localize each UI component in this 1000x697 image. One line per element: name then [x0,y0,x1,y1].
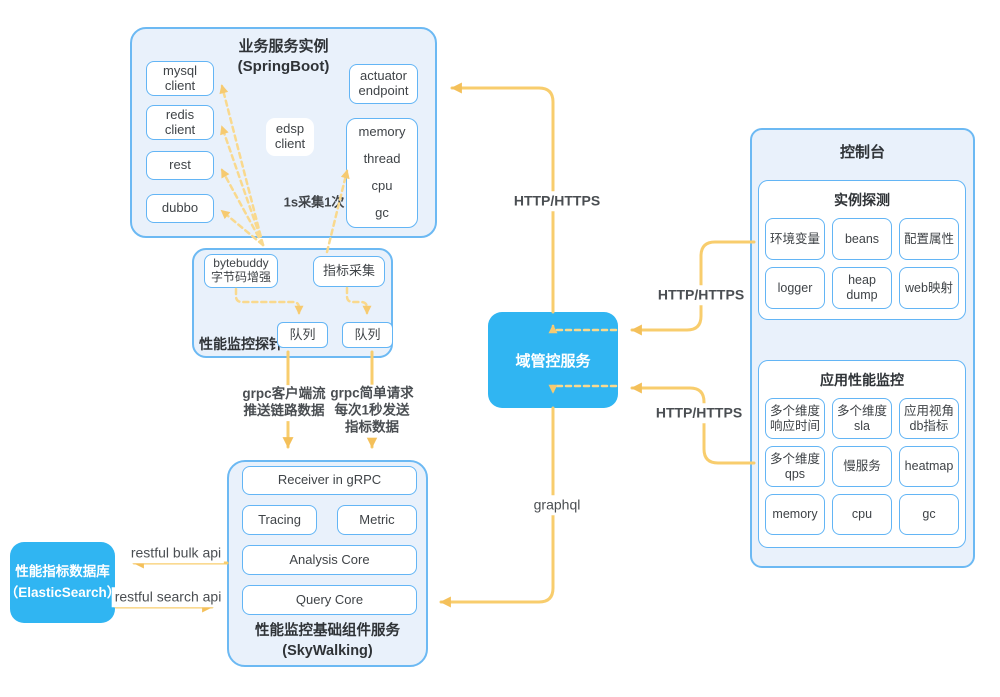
apm-panel: 应用性能监控 多个维度 响应时间 多个维度 sla 应用视角 db指标 多个维度… [758,360,966,548]
cell-gc: gc [899,494,959,535]
cell-logger: logger [765,267,825,309]
mysql-client-box: mysql client [146,61,214,96]
metric-cpu: cpu [371,178,393,194]
cell-sla: 多个维度 sla [832,398,892,439]
label-graphql: graphql [530,495,584,515]
cell-env-vars: 环境变量 [765,218,825,260]
actuator-endpoint-box: actuator endpoint [349,64,418,104]
label-grpc-stream: grpc客户端流 推送链路数据 [239,385,329,421]
perf-probe-title: 性能监控探针 [199,336,283,352]
skywalking-title: 性能监控基础组件服务 (SkyWalking) [255,623,400,659]
sample-rate-note: 1s采集1次 [283,194,345,210]
metric-collect-box: 指标采集 [313,256,385,287]
queue-box-2: 队列 [342,322,393,348]
cell-resp-time: 多个维度 响应时间 [765,398,825,439]
springboot-title: 业务服务实例 (SpringBoot) [237,38,330,76]
runtime-metrics-box: memory thread cpu gc [346,118,418,228]
label-http-right-bottom: HTTP/HTTPS [652,403,746,423]
cell-heatmap: heatmap [899,446,959,487]
rest-box: rest [146,151,214,180]
queue-box-1: 队列 [277,322,328,348]
instance-probe-grid: 环境变量 beans 配置属性 logger heap dump web映射 [759,210,965,315]
dubbo-box: dubbo [146,194,214,223]
cell-qps: 多个维度 qps [765,446,825,487]
cell-cpu: cpu [832,494,892,535]
receiver-grpc-box: Receiver in gRPC [242,466,417,495]
cell-config-props: 配置属性 [899,218,959,260]
metric-memory: memory [358,124,406,140]
label-grpc-simple: grpc简单请求 每次1秒发送 指标数据 [327,384,417,438]
metric-gc: gc [375,205,389,221]
cell-db-metrics: 应用视角 db指标 [899,398,959,439]
elasticsearch-box: 性能指标数据库 （ElasticSearch） [5,542,120,623]
apm-grid: 多个维度 响应时间 多个维度 sla 应用视角 db指标 多个维度 qps 慢服… [759,390,965,541]
tracing-box: Tracing [242,505,317,535]
metric-thread: thread [363,151,401,167]
apm-title: 应用性能监控 [820,372,904,388]
metric-box: Metric [337,505,417,535]
domain-control-service-box: 域管控服务 [488,312,618,408]
label-restful-bulk: restful bulk api [127,543,225,563]
analysis-core-box: Analysis Core [242,545,417,575]
label-http-top: HTTP/HTTPS [510,191,604,211]
label-restful-search: restful search api [111,587,225,607]
query-core-box: Query Core [242,585,417,615]
cell-memory: memory [765,494,825,535]
cell-heap-dump: heap dump [832,267,892,309]
label-http-right-top: HTTP/HTTPS [654,285,748,305]
console-title: 控制台 [839,144,885,161]
instance-probe-panel: 实例探测 环境变量 beans 配置属性 logger heap dump we… [758,180,966,320]
cell-beans: beans [832,218,892,260]
instance-probe-title: 实例探测 [834,192,890,208]
redis-client-box: redis client [146,105,214,140]
cell-slow-service: 慢服务 [832,446,892,487]
edsp-client-box: edsp client [266,118,314,156]
cell-web-mapping: web映射 [899,267,959,309]
edge-console-bottom-to-domain [630,382,756,465]
bytebuddy-box: bytebuddy 字节码增强 [204,254,278,288]
